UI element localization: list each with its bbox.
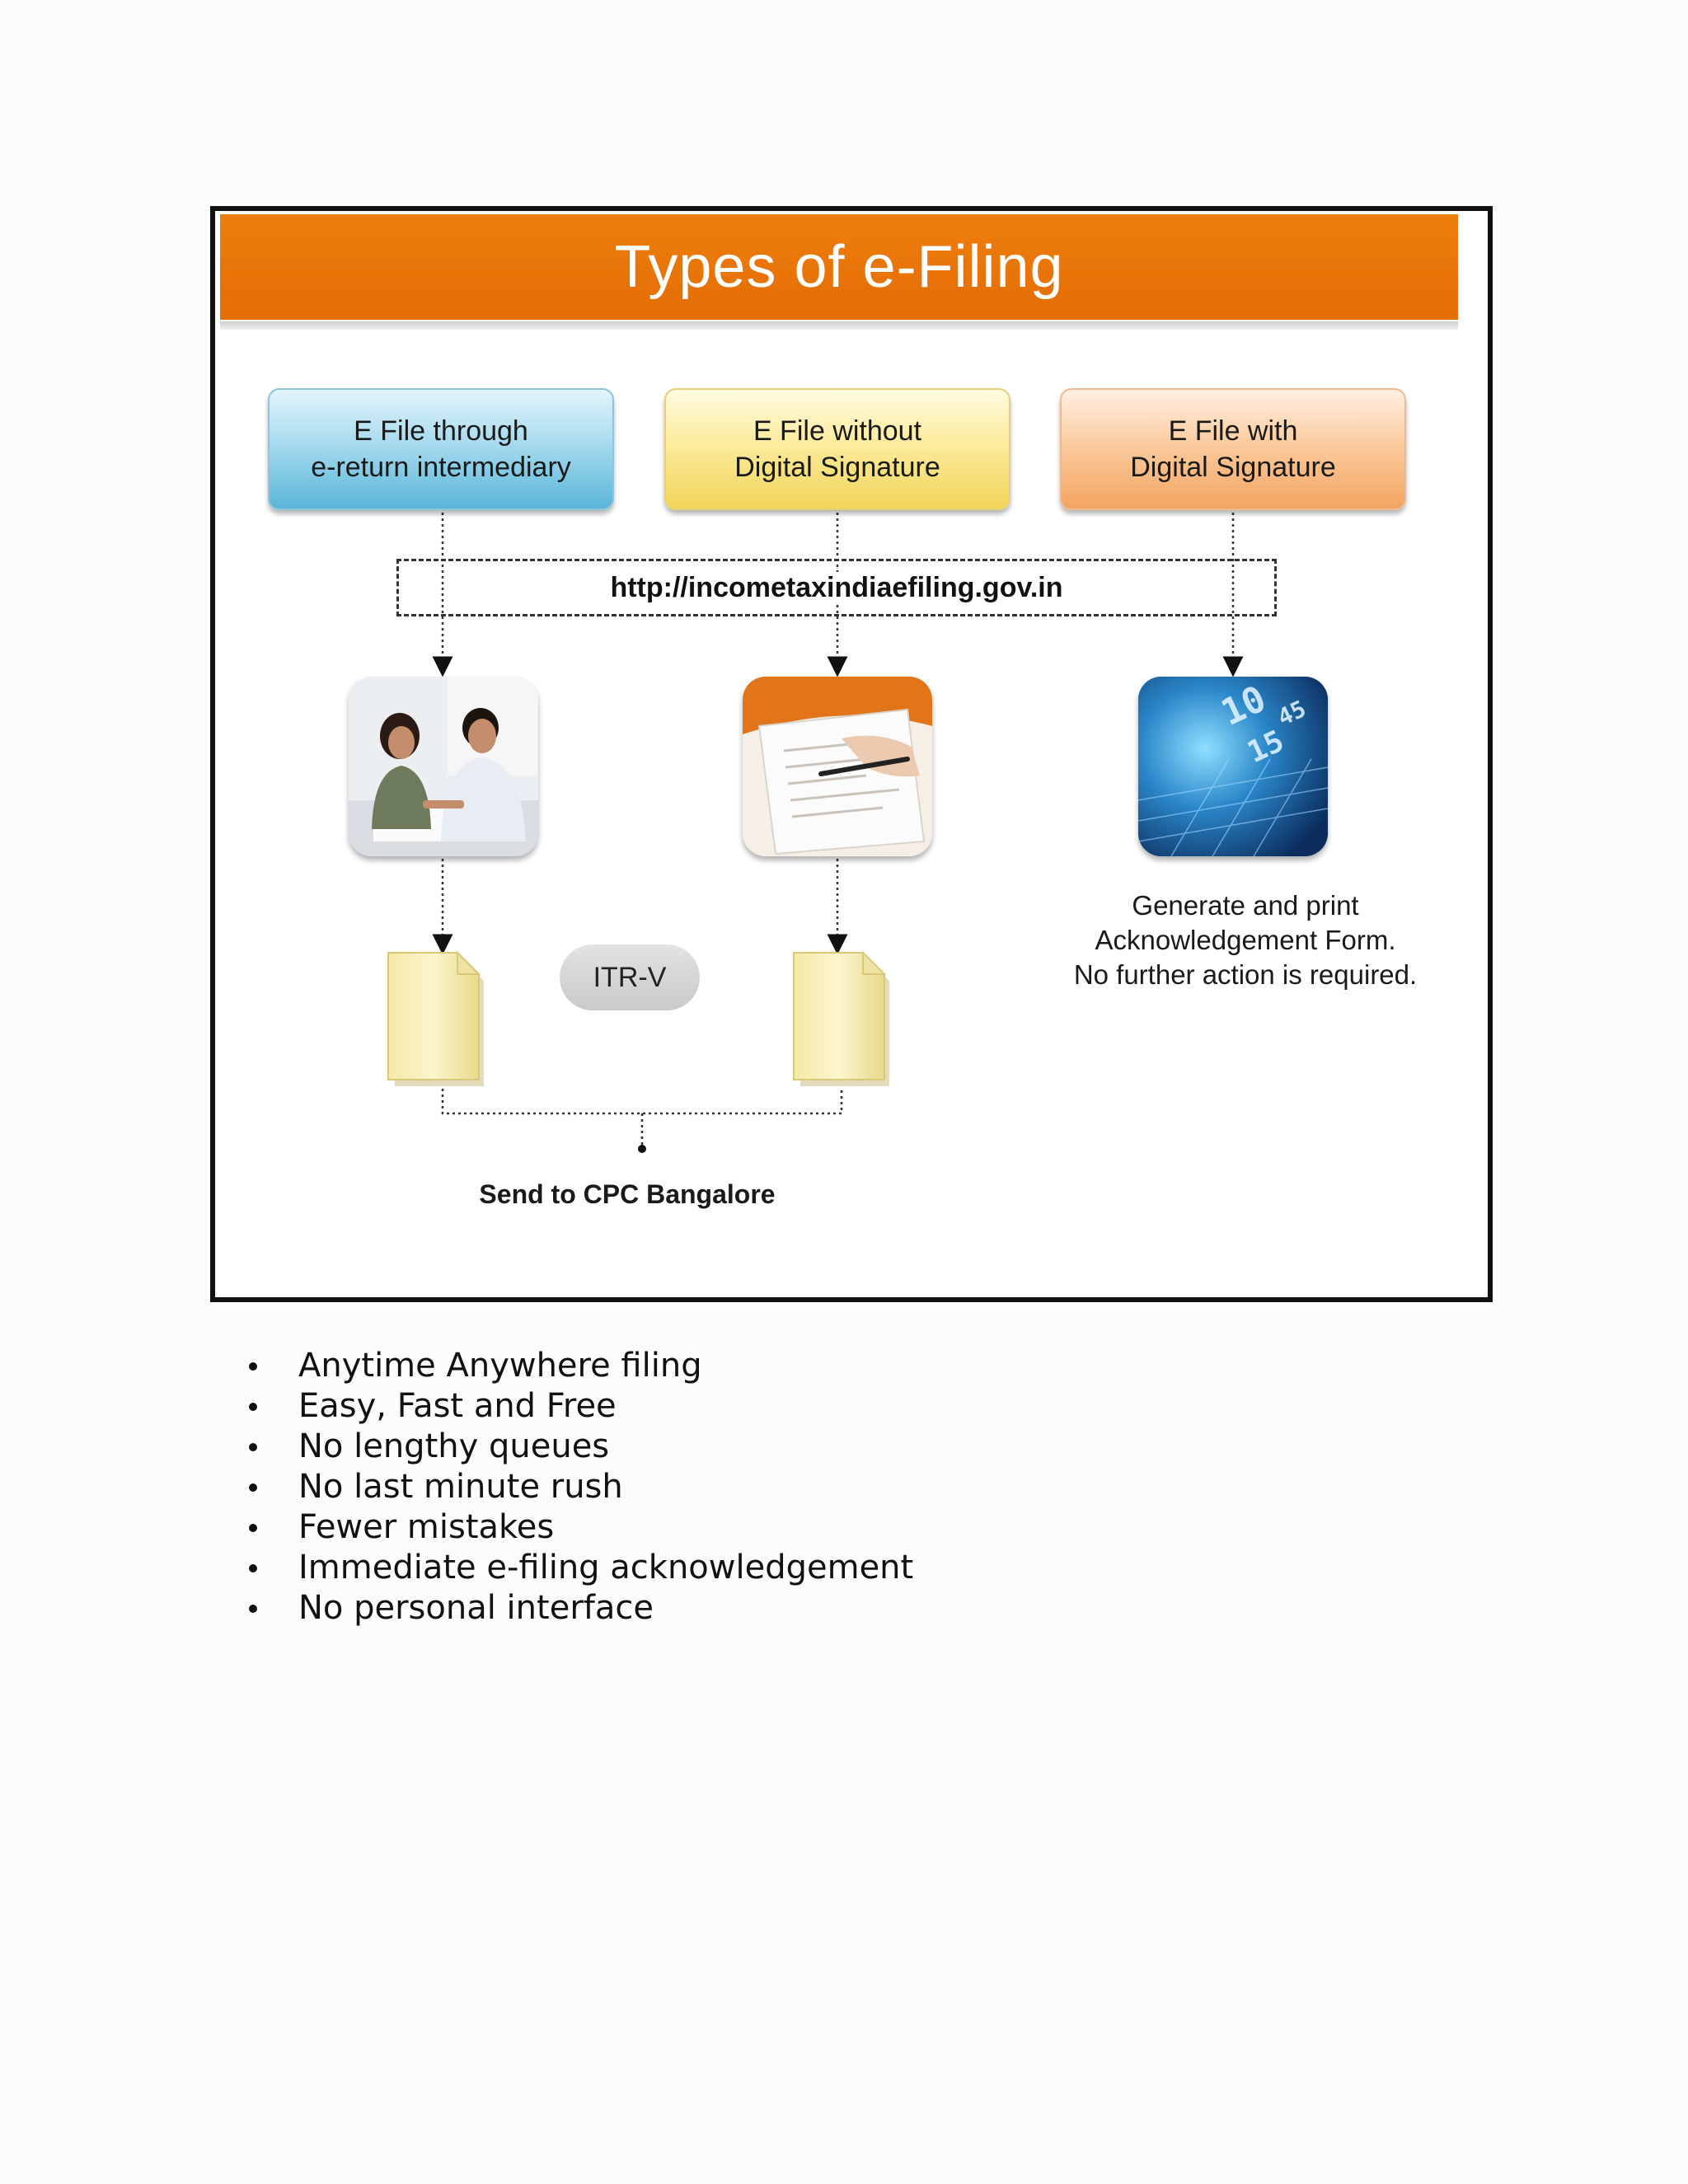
acknowledgement-text: Generate and print Acknowledgement Form.…: [1023, 888, 1468, 992]
document-file-icon: [793, 951, 889, 1086]
list-item: No personal interface: [247, 1588, 913, 1629]
option-without-signature-line1: E File without: [753, 415, 922, 447]
digital-numbers-image: 10 15 45: [1138, 677, 1328, 856]
acknowledgement-line3: No further action is required.: [1073, 959, 1418, 990]
title-underline: [220, 321, 1458, 330]
option-without-signature-line2: Digital Signature: [734, 452, 940, 483]
option-with-signature-line2: Digital Signature: [1130, 452, 1336, 483]
list-item: Immediate e-filing acknowledgement: [247, 1548, 913, 1588]
benefits-list: Anytime Anywhere filing Easy, Fast and F…: [247, 1346, 913, 1629]
option-intermediary-line2: e-return intermediary: [311, 452, 571, 483]
title-bar: Types of e-Filing: [220, 214, 1458, 320]
option-intermediary-line1: E File through: [354, 415, 528, 447]
url-box: http://incometaxindiaefiling.gov.in: [396, 559, 1277, 616]
people-meeting-image: [349, 677, 538, 856]
connector-end-dot: [638, 1145, 646, 1153]
itr-v-label: ITR-V: [593, 961, 667, 993]
list-item: Fewer mistakes: [247, 1507, 913, 1548]
option-without-signature-box: E File without Digital Signature: [664, 388, 1010, 510]
list-item: Anytime Anywhere filing: [247, 1346, 913, 1386]
option-with-signature-line1: E File with: [1168, 415, 1298, 447]
url-text: http://incometaxindiaefiling.gov.in: [607, 571, 1067, 604]
list-item: Easy, Fast and Free: [247, 1386, 913, 1427]
connector-merge: [441, 1089, 843, 1115]
option-intermediary-box: E File through e-return intermediary: [268, 388, 614, 510]
acknowledgement-line2: Acknowledgement Form.: [1095, 925, 1396, 955]
signing-document-image: [743, 677, 932, 856]
itr-v-badge: ITR-V: [560, 944, 700, 1010]
send-to-cpc-label: Send to CPC Bangalore: [479, 1179, 776, 1209]
efiling-diagram: Types of e-Filing E File through e-retur…: [210, 206, 1493, 1302]
list-item: No last minute rush: [247, 1467, 913, 1507]
list-item: No lengthy queues: [247, 1427, 913, 1467]
acknowledgement-line1: Generate and print: [1132, 890, 1359, 921]
diagram-title: Types of e-Filing: [614, 234, 1064, 300]
document-file-icon: [387, 951, 484, 1086]
option-with-signature-box: E File with Digital Signature: [1060, 388, 1406, 510]
